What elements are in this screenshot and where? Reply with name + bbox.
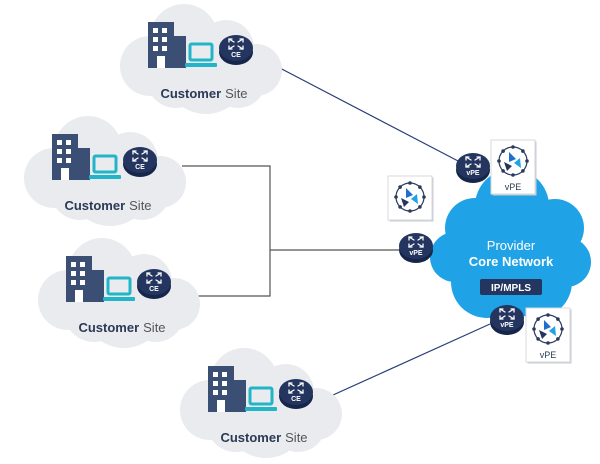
router-arrows-icon: [146, 272, 162, 284]
site-label-bold: Customer: [64, 198, 125, 213]
router-badge-text: vPE: [409, 250, 423, 257]
vpe-router-bottom: vPE: [490, 305, 524, 335]
orchestrator-label: vPE: [505, 182, 522, 192]
orchestrator-dots-icon: [394, 181, 426, 213]
orchestrator-dots-icon: [532, 313, 564, 345]
site-label-regular: Site: [225, 86, 247, 101]
site-label-regular: Site: [285, 430, 307, 445]
site-label-regular: Site: [129, 198, 151, 213]
core-tag-text: IP/MPLS: [491, 283, 531, 294]
laptop-icon: [89, 154, 121, 179]
router-badge-text: vPE: [466, 170, 480, 177]
ce-router-3: CE: [137, 269, 171, 299]
orchestrator-mid: [387, 175, 434, 222]
router-arrows-icon: [228, 38, 244, 50]
vpe-router-mid: vPE: [399, 233, 433, 263]
office-building-icon: [148, 22, 186, 68]
core-tag-box: [480, 279, 542, 295]
site-label-bold: Customer: [160, 86, 221, 101]
site-label: Customer Site: [64, 198, 151, 213]
router-badge-text: CE: [135, 164, 145, 171]
router-badge-text: CE: [291, 396, 301, 403]
site-label-bold: Customer: [78, 320, 139, 335]
connection-lines: [182, 65, 491, 401]
ce-router-2: CE: [123, 147, 157, 177]
router-badge-text: CE: [149, 286, 159, 293]
site-label: Customer Site: [78, 320, 165, 335]
office-building-icon: [66, 256, 104, 302]
router-arrows-icon: [288, 382, 304, 394]
core-provider-text: Provider: [487, 238, 536, 253]
office-building-icon: [52, 134, 90, 180]
office-building-icon: [208, 366, 246, 412]
ce-router-4: CE: [279, 379, 313, 409]
router-arrows-icon: [499, 308, 515, 320]
customer-site-2: CE Customer Site: [24, 116, 186, 226]
core-network-text: Core Network: [469, 254, 554, 269]
vpe-nodes: vPE vPE vPE vPE vPE: [387, 139, 572, 364]
customer-site-1: CE Customer Site: [120, 4, 282, 114]
site-label: Customer Site: [220, 430, 307, 445]
orchestrator-label: vPE: [540, 350, 557, 360]
laptop-icon: [245, 386, 277, 411]
laptop-icon: [185, 42, 217, 67]
site-label-regular: Site: [143, 320, 165, 335]
laptop-icon: [103, 276, 135, 301]
orchestrator-dots-icon: [497, 145, 529, 177]
customer-site-3: CE Customer Site: [38, 238, 200, 348]
router-badge-text: vPE: [500, 322, 514, 329]
vpe-router-top: vPE: [456, 153, 490, 183]
link-site1-to-vpe-top: [275, 65, 461, 163]
router-arrows-icon: [132, 150, 148, 162]
customer-site-4: CE Customer Site: [180, 348, 342, 458]
link-site2-to-vpe-mid: [182, 165, 400, 251]
ce-router-1: CE: [219, 35, 253, 65]
router-badge-text: CE: [231, 52, 241, 59]
router-arrows-icon: [465, 156, 481, 168]
orchestrator-top: vPE: [490, 139, 537, 196]
site-label-bold: Customer: [220, 430, 281, 445]
site-label: Customer Site: [160, 86, 247, 101]
router-arrows-icon: [408, 236, 424, 248]
orchestrator-bottom: vPE: [525, 307, 572, 364]
link-site4-to-vpe-bottom: [321, 323, 491, 401]
link-site3-to-vpe-mid: [182, 250, 271, 297]
provider-core-cloud: Provider Core Network IP/MPLS: [430, 169, 591, 318]
